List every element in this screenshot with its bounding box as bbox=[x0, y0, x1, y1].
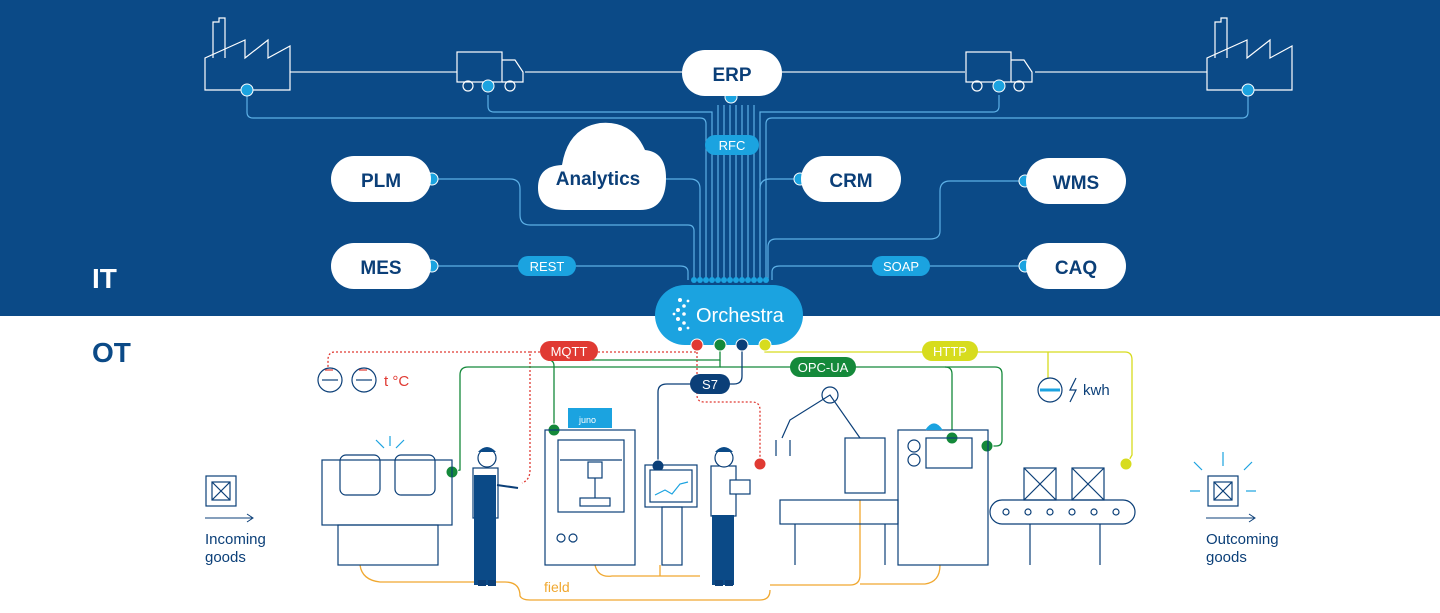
rest-tag: REST bbox=[518, 256, 576, 276]
orchestra-logo-icon bbox=[672, 298, 690, 331]
mqtt-tag: MQTT bbox=[540, 341, 598, 361]
it-connectors bbox=[246, 95, 1249, 280]
plm-node[interactable]: PLM bbox=[331, 156, 431, 202]
printer-brand-label: juno bbox=[578, 415, 596, 425]
outgoing-arrow-icon bbox=[1206, 513, 1256, 523]
incoming-box-icon bbox=[205, 475, 237, 507]
crm-label: CRM bbox=[829, 171, 872, 192]
lathe-machine-icon bbox=[321, 436, 453, 566]
worker-1-icon bbox=[472, 447, 519, 586]
incoming-goods-label-1: Incoming bbox=[205, 531, 266, 548]
ot-layer-label: OT bbox=[92, 337, 131, 368]
rest-label: REST bbox=[530, 259, 565, 274]
http-tag: HTTP bbox=[922, 341, 978, 361]
opcua-tag: OPC-UA bbox=[790, 357, 856, 377]
field-bus bbox=[359, 500, 941, 601]
truck-left-icon bbox=[456, 51, 524, 92]
wms-node[interactable]: WMS bbox=[1026, 158, 1126, 204]
caq-node[interactable]: CAQ bbox=[1026, 243, 1126, 289]
outgoing-goods-label-2: goods bbox=[1206, 549, 1247, 566]
temperature-sensor-icon bbox=[317, 367, 377, 393]
energy-label: kwh bbox=[1083, 382, 1110, 399]
analytics-label: Analytics bbox=[556, 169, 640, 190]
assembly-table-icon bbox=[779, 499, 899, 565]
orchestra-label: Orchestra bbox=[696, 305, 785, 327]
mes-label: MES bbox=[360, 258, 401, 279]
conveyor-belt-icon bbox=[989, 467, 1136, 565]
caq-label: CAQ bbox=[1055, 258, 1097, 279]
worker-2-icon bbox=[710, 447, 751, 586]
opcua-label: OPC-UA bbox=[798, 360, 849, 375]
http-label: HTTP bbox=[933, 344, 967, 359]
soap-label: SOAP bbox=[883, 259, 919, 274]
factory-right-icon bbox=[1206, 17, 1293, 91]
orchestra-hub[interactable]: Orchestra bbox=[655, 285, 803, 345]
ot-connectors bbox=[327, 345, 1133, 484]
erp-label: ERP bbox=[712, 65, 751, 86]
it-layer-label: IT bbox=[92, 263, 117, 294]
it-layer-background bbox=[0, 0, 1440, 316]
rfc-tag: RFC bbox=[705, 135, 759, 155]
s7-label: S7 bbox=[702, 377, 718, 392]
soap-tag: SOAP bbox=[872, 256, 930, 276]
3d-printer-icon bbox=[544, 408, 636, 566]
rfc-label: RFC bbox=[719, 138, 746, 153]
robot-arm-icon bbox=[775, 386, 886, 494]
crm-node[interactable]: CRM bbox=[801, 156, 901, 202]
temperature-label: t °C bbox=[384, 373, 409, 390]
s7-tag: S7 bbox=[690, 374, 730, 394]
field-bus-label: field bbox=[544, 579, 570, 595]
mes-node[interactable]: MES bbox=[331, 243, 431, 289]
factory-left-icon bbox=[204, 17, 291, 91]
incoming-goods-label-2: goods bbox=[205, 549, 246, 566]
control-cabinet-icon bbox=[897, 423, 989, 566]
plm-label: PLM bbox=[361, 171, 401, 192]
outgoing-box-icon bbox=[1190, 452, 1256, 507]
connector-manifold bbox=[691, 277, 769, 283]
outgoing-goods-label-1: Outcoming bbox=[1206, 531, 1279, 548]
analytics-node[interactable]: Analytics bbox=[538, 122, 666, 210]
truck-right-icon bbox=[965, 51, 1033, 92]
wms-label: WMS bbox=[1053, 173, 1099, 194]
energy-meter-icon bbox=[1037, 377, 1077, 403]
incoming-arrow-icon bbox=[205, 513, 254, 523]
mqtt-label: MQTT bbox=[551, 344, 588, 359]
erp-node[interactable]: ERP bbox=[682, 50, 782, 96]
hmi-terminal-icon bbox=[644, 464, 698, 566]
